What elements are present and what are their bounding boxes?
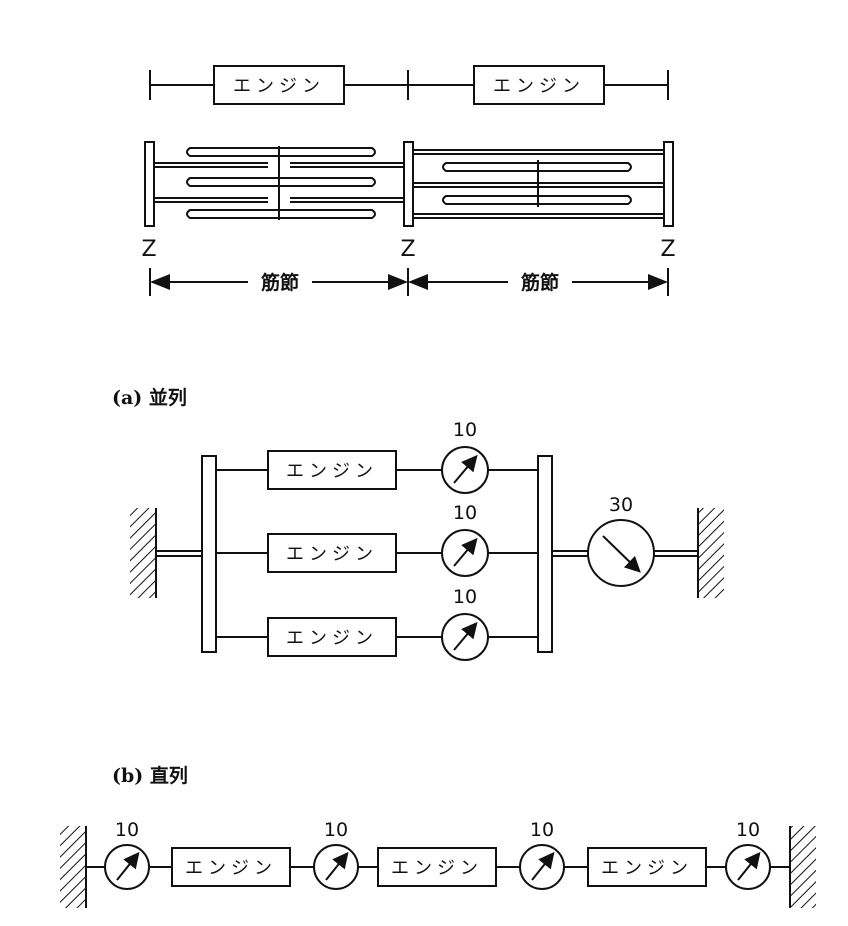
series-engine-1: [171, 847, 291, 887]
series-gauge-value-1: 10: [115, 819, 139, 841]
parallel-total-value: 30: [609, 494, 633, 516]
z-disc-left: [144, 141, 155, 227]
parallel-right-plate: [537, 455, 553, 653]
z-label-right: Z: [660, 237, 675, 262]
series-diagram: 10 エンジン 10 エンジン 10 エンジン 10: [60, 819, 816, 908]
engine-label-top-2: エンジン: [493, 76, 585, 97]
caption-series: (b) 直列: [112, 764, 188, 787]
parallel-engine-1: [267, 450, 397, 490]
series-gauge-value-2: 10: [324, 819, 348, 841]
engine-box-top-1: [213, 65, 345, 105]
left-wall-series: [60, 826, 86, 908]
engine-label-top-1: エンジン: [233, 76, 325, 97]
sarcomere-label-1: 筋節: [261, 271, 299, 294]
left-wall-parallel: [130, 508, 156, 598]
sarcomere-dimension-arrows: 筋節 筋節: [149, 268, 669, 296]
z-disc-right: [663, 141, 674, 227]
series-engine-label-1: エンジン: [185, 858, 277, 879]
parallel-left-plate: [201, 455, 217, 653]
parallel-engine-label-2: エンジン: [286, 544, 378, 565]
sarcomere-filaments: [144, 141, 674, 227]
right-wall-parallel: [698, 508, 724, 598]
parallel-gauge-value-3: 10: [453, 586, 477, 608]
caption-parallel: (a) 並列: [112, 386, 187, 409]
series-engine-label-3: エンジン: [601, 858, 693, 879]
parallel-gauge-value-2: 10: [453, 502, 477, 524]
z-label-left: Z: [141, 237, 156, 262]
parallel-engine-label-1: エンジン: [286, 461, 378, 482]
engine-box-top-2: [473, 65, 605, 105]
z-disc-middle: [403, 141, 414, 227]
series-engine-label-2: エンジン: [391, 858, 483, 879]
parallel-engine-2: [267, 533, 397, 573]
parallel-diagram: エンジン 10 エンジン 10 エンジン 10 30: [130, 419, 724, 661]
parallel-engine-3: [267, 617, 397, 657]
parallel-gauge-value-1: 10: [453, 419, 477, 441]
z-label-middle: Z: [400, 237, 415, 262]
series-gauge-value-3: 10: [530, 819, 554, 841]
series-gauge-value-4: 10: [736, 819, 760, 841]
sarcomere-engine-bar: エンジン エンジン: [149, 65, 669, 105]
parallel-engine-label-3: エンジン: [286, 628, 378, 649]
sarcomere-label-2: 筋節: [521, 271, 559, 294]
right-wall-series: [790, 826, 816, 908]
series-engine-3: [587, 847, 707, 887]
